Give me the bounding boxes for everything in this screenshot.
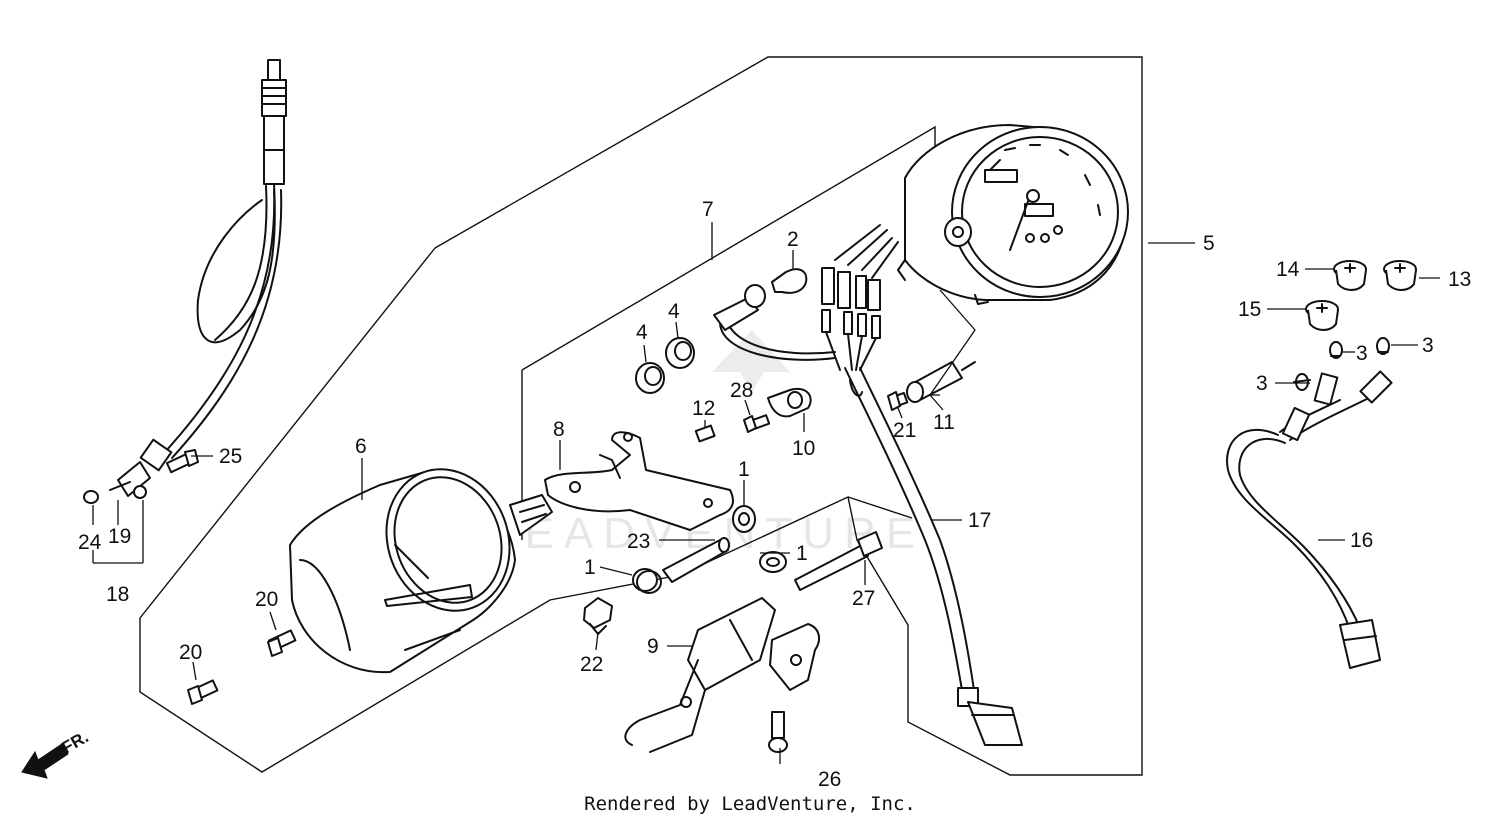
- callout-28: 28: [730, 379, 753, 402]
- meter-wiring[interactable]: [821, 224, 899, 371]
- callout-23: 23: [627, 530, 650, 553]
- callout-17: 17: [968, 509, 991, 532]
- grommet-1-mid[interactable]: [759, 551, 787, 573]
- callout-10: 10: [792, 437, 815, 460]
- bulb-3-c[interactable]: [1376, 337, 1390, 355]
- lens-14[interactable]: [1333, 260, 1367, 291]
- callout-21: 21: [893, 419, 916, 442]
- meter-case[interactable]: [289, 452, 529, 674]
- callout-8: 8: [553, 418, 565, 441]
- callout-4: 4: [668, 300, 680, 323]
- callout-27: 27: [852, 587, 875, 610]
- callout-9: 9: [647, 635, 659, 658]
- grommet-1-left[interactable]: [632, 568, 662, 594]
- screw-25[interactable]: [165, 449, 199, 474]
- grommet-1-right[interactable]: [732, 505, 756, 533]
- nut-22[interactable]: [583, 597, 613, 635]
- screw-20-upper[interactable]: [267, 629, 297, 657]
- bulb-3-a[interactable]: [1293, 373, 1311, 391]
- washer-24[interactable]: [83, 490, 99, 504]
- lower-bracket[interactable]: [624, 597, 821, 753]
- grommet-4-right[interactable]: [665, 337, 695, 369]
- speedometer-cable[interactable]: [109, 59, 287, 499]
- spring-12[interactable]: [694, 424, 716, 443]
- meter-bracket[interactable]: [544, 431, 734, 531]
- trip-knob-11[interactable]: [906, 361, 976, 403]
- callout-1: 1: [738, 458, 750, 481]
- screw-28[interactable]: [743, 414, 771, 433]
- footer-credit: Rendered by LeadVenture, Inc.: [584, 793, 916, 815]
- bulb-socket[interactable]: [713, 284, 836, 361]
- callout-1: 1: [584, 556, 596, 579]
- callout-12: 12: [692, 397, 715, 420]
- lens-15[interactable]: [1305, 300, 1339, 331]
- indicator-harness-16[interactable]: [1226, 370, 1393, 669]
- callout-16: 16: [1350, 529, 1373, 552]
- callout-3: 3: [1256, 372, 1268, 395]
- screw-26[interactable]: [768, 711, 788, 753]
- wire-harness-17[interactable]: [844, 367, 1023, 746]
- lens-13[interactable]: [1383, 260, 1417, 291]
- callout-20: 20: [255, 588, 278, 611]
- callout-2: 2: [787, 228, 799, 251]
- bulb-3-b[interactable]: [1329, 341, 1343, 359]
- callout-25: 25: [219, 445, 242, 468]
- callout-labels: 7 2 4 4 5 6 8 9 10 11 12 13 14 15 16 17 …: [78, 198, 1471, 791]
- callout-24: 24: [78, 531, 102, 554]
- callout-1: 1: [796, 542, 808, 565]
- subassembly-outline-9: [847, 496, 913, 519]
- callout-19: 19: [108, 525, 131, 548]
- callout-3: 3: [1356, 342, 1368, 365]
- bolt-27[interactable]: [794, 531, 883, 591]
- watermark-logo: [712, 330, 790, 392]
- grommet-4-left[interactable]: [635, 362, 665, 394]
- callout-11: 11: [933, 411, 955, 434]
- meter-assembly[interactable]: [897, 124, 1129, 305]
- callout-26: 26: [818, 768, 841, 791]
- callout-18: 18: [106, 583, 129, 606]
- front-direction-arrow: FR.: [21, 727, 92, 779]
- cable-clamp-10[interactable]: [767, 387, 812, 418]
- callout-7: 7: [702, 198, 714, 221]
- callout-5: 5: [1203, 232, 1215, 255]
- callout-15: 15: [1238, 298, 1261, 321]
- callout-4: 4: [636, 321, 648, 344]
- callout-22: 22: [580, 653, 603, 676]
- screw-20-lower[interactable]: [187, 679, 219, 705]
- collar-23[interactable]: [662, 537, 730, 583]
- callout-3: 3: [1422, 334, 1434, 357]
- screw-21[interactable]: [887, 391, 909, 411]
- callout-6: 6: [355, 435, 367, 458]
- bulb-2[interactable]: [771, 268, 808, 294]
- leader-lines: [92, 222, 1440, 764]
- callout-20: 20: [179, 641, 202, 664]
- callout-14: 14: [1276, 258, 1300, 281]
- callout-13: 13: [1448, 268, 1471, 291]
- cushion-pad[interactable]: [509, 494, 553, 536]
